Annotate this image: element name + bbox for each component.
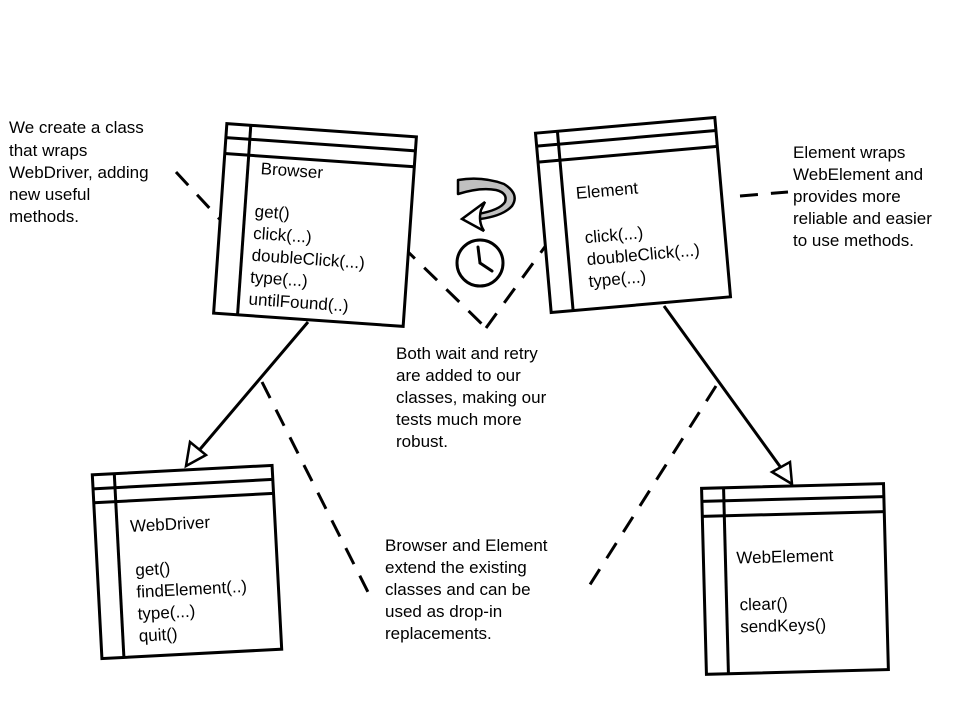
webelement-method: clear() <box>739 594 788 614</box>
webdriver-class-box: WebDriver get() findElement(..) type(...… <box>90 463 284 661</box>
arrow-browser-to-webdriver <box>194 321 310 455</box>
arrowhead-webelement <box>769 459 794 487</box>
dash-extend-right <box>582 385 718 595</box>
element-method: type(...) <box>588 267 647 291</box>
arrow-element-to-webelement <box>662 305 786 473</box>
webelement-class-box: WebElement clear() sendKeys() <box>700 482 890 676</box>
dash-browser-note <box>174 170 228 228</box>
browser-note: We create a class that wraps WebDriver, … <box>9 118 153 226</box>
browser-method: click(...) <box>253 224 313 247</box>
dash-extend-left <box>260 381 374 601</box>
element-class-box: Element click(...) doubleClick(...) type… <box>533 115 733 315</box>
rotate-arrow-icon <box>456 177 516 233</box>
dash-element-note <box>739 190 789 198</box>
browser-method: get() <box>254 202 290 223</box>
browser-method: type(...) <box>250 268 309 291</box>
wait-retry-note: Both wait and retry are added to our cla… <box>396 344 551 451</box>
dash-browser-to-v <box>400 244 488 330</box>
arrowhead-webdriver <box>184 439 209 469</box>
webdriver-method: type(...) <box>137 602 196 624</box>
webelement-class-name: WebElement <box>736 546 834 568</box>
webdriver-method: quit() <box>138 625 178 646</box>
browser-class-name: Browser <box>260 159 324 182</box>
webdriver-class-name: WebDriver <box>130 513 211 536</box>
webelement-method: sendKeys() <box>740 615 826 636</box>
browser-class-box: Browser get() click(...) doubleClick(...… <box>212 122 418 328</box>
webdriver-method: get() <box>135 559 171 580</box>
clock-icon <box>455 238 505 288</box>
extend-note: Browser and Element extend the existing … <box>385 536 552 643</box>
element-note: Element wraps WebElement and provides mo… <box>793 143 937 250</box>
